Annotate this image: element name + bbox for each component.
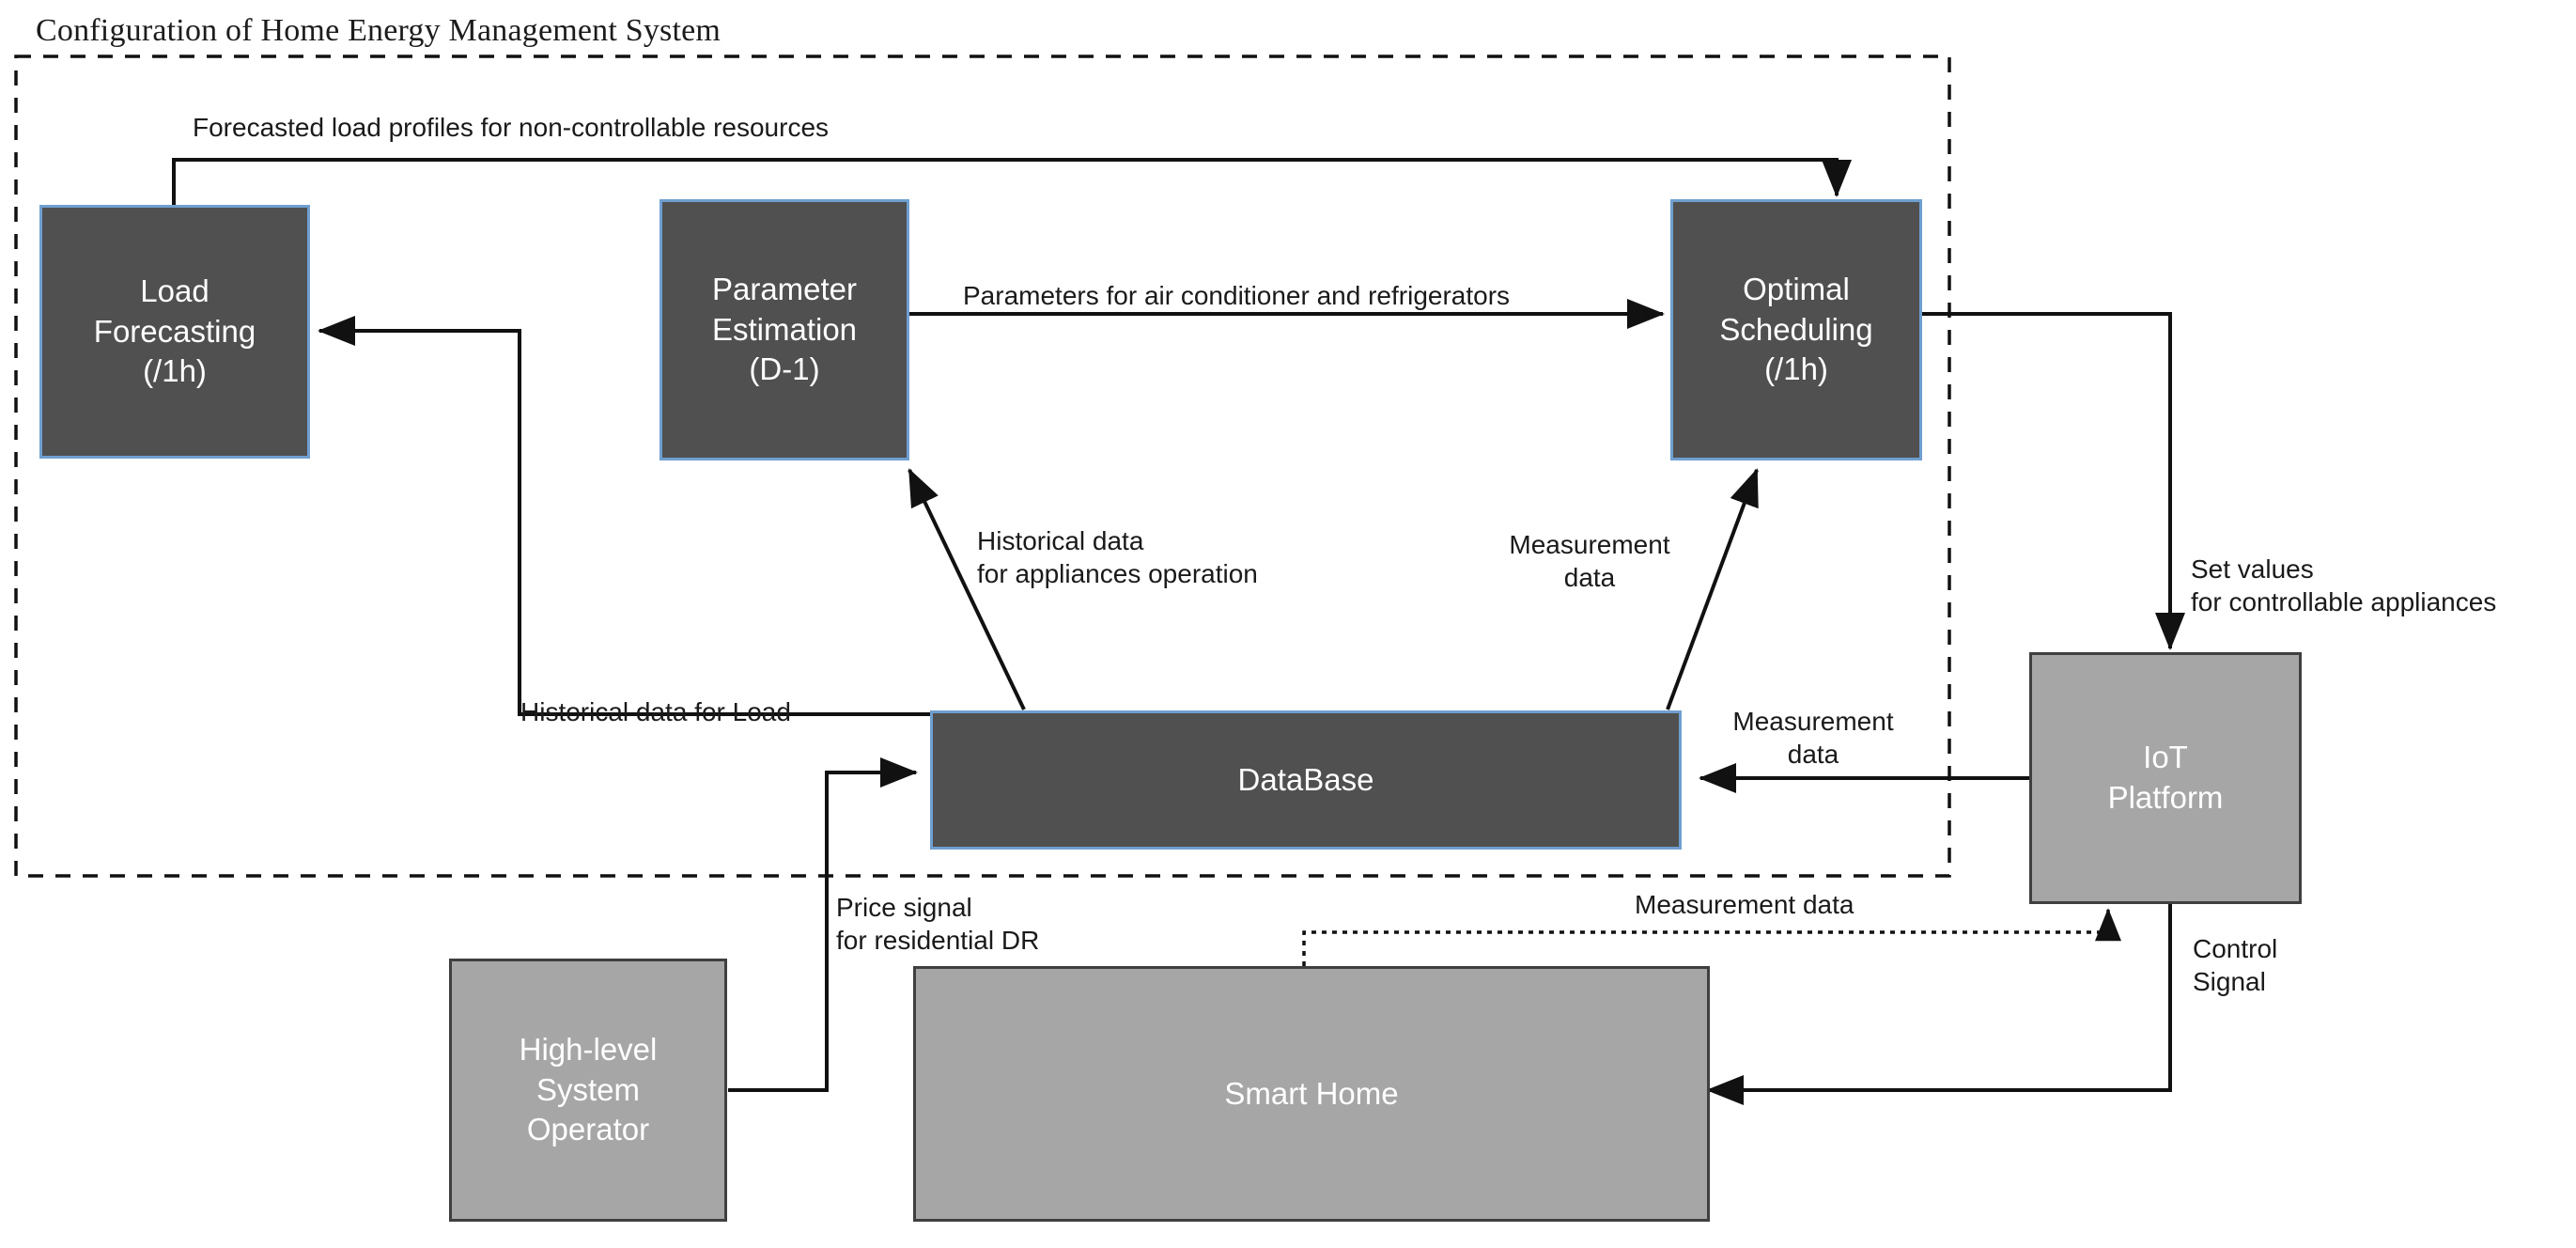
node-parameter-estimation[interactable]: Parameter Estimation (D-1) xyxy=(660,199,909,460)
node-optimal-scheduling-label: Optimal Scheduling (/1h) xyxy=(1719,271,1873,387)
edge-historical-data-appliances xyxy=(908,468,1026,710)
edge-price-signal xyxy=(728,757,918,1092)
edge-label-forecasted-load-profiles: Forecasted load profiles for non-control… xyxy=(193,113,830,142)
edge-forecasted-load-profiles xyxy=(172,158,1852,209)
node-database-label: DataBase xyxy=(1237,761,1374,797)
edge-measurement-data-scheduling xyxy=(1666,468,1759,710)
node-smart-home[interactable]: Smart Home xyxy=(913,966,1710,1222)
node-iot-platform[interactable]: IoT Platform xyxy=(2029,652,2302,904)
node-database[interactable]: DataBase xyxy=(930,710,1682,850)
edge-historical-data-load xyxy=(318,316,930,716)
node-iot-platform-label: IoT Platform xyxy=(2107,740,2224,815)
edge-label-historical-data-load: Historical data for Load xyxy=(520,697,791,726)
page-title: Configuration of Home Energy Management … xyxy=(36,13,722,48)
edge-label-measurement-data-scheduling: Measurement data xyxy=(1509,530,1670,592)
edge-label-price-signal: Price signal for residential DR xyxy=(836,893,1040,955)
edge-control-signal xyxy=(1706,904,2172,1105)
edge-set-values xyxy=(1922,312,2185,650)
node-load-forecasting[interactable]: Load Forecasting (/1h) xyxy=(39,205,310,459)
node-smart-home-label: Smart Home xyxy=(1224,1075,1399,1111)
edge-measurement-data-smart-home xyxy=(1302,908,2121,966)
hems-boundary-rect xyxy=(14,55,1951,878)
edge-label-historical-data-appliances: Historical data for appliances operation xyxy=(977,526,1258,588)
node-parameter-estimation-label: Parameter Estimation (D-1) xyxy=(711,271,858,387)
edge-label-set-values: Set values for controllable appliances xyxy=(2191,554,2497,616)
edge-label-parameters-for-appliances: Parameters for air conditioner and refri… xyxy=(963,281,1511,310)
node-high-level-system-operator-label: High-level System Operator xyxy=(519,1031,658,1147)
edge-label-measurement-data-smart-home: Measurement data xyxy=(1635,890,1854,919)
node-high-level-system-operator[interactable]: High-level System Operator xyxy=(449,959,727,1222)
node-optimal-scheduling[interactable]: Optimal Scheduling (/1h) xyxy=(1670,199,1922,460)
edge-label-control-signal: Control Signal xyxy=(2193,934,2278,996)
node-load-forecasting-label: Load Forecasting (/1h) xyxy=(93,273,256,389)
edge-label-measurement-data-iot: Measurement data xyxy=(1732,707,1894,769)
